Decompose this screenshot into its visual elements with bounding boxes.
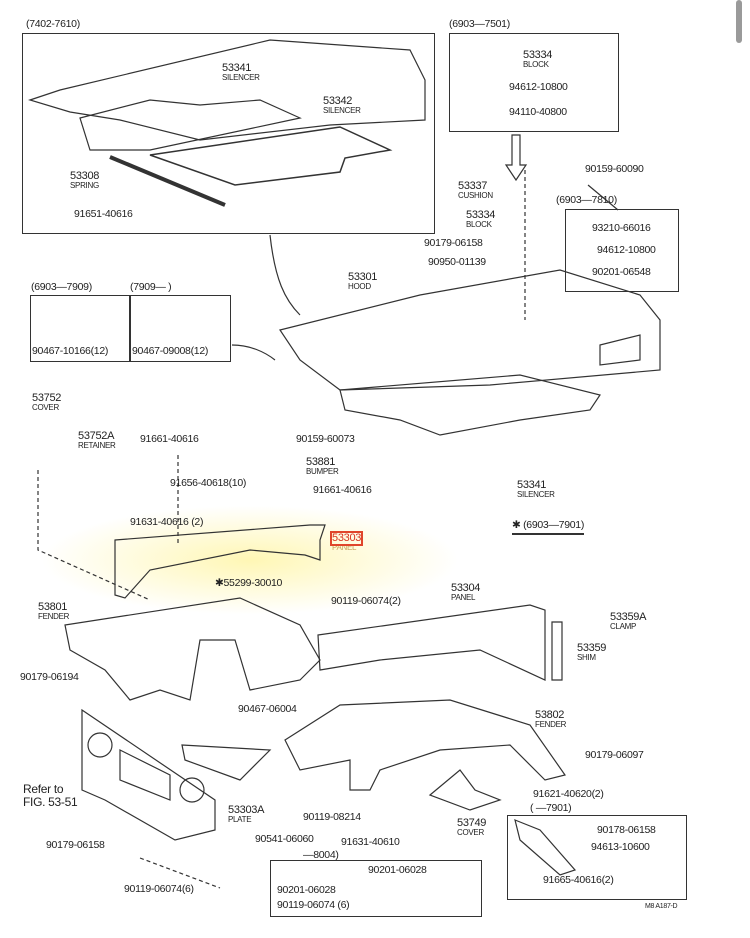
part-number[interactable]: 90119-06074(6): [124, 883, 194, 895]
part-number[interactable]: 94110-40800: [509, 106, 567, 118]
fender-53801: [64, 597, 321, 701]
part-number[interactable]: 90201-06028: [368, 864, 427, 876]
part-number[interactable]: 91656-40618(10): [170, 477, 247, 489]
part-number[interactable]: 94612-10800: [597, 244, 656, 256]
group-box-7909: [129, 295, 231, 362]
group-box-8004: [270, 860, 482, 917]
group-box-7402-7610: [22, 33, 435, 234]
part-number[interactable]: 91665-40616(2): [543, 874, 614, 886]
part-number[interactable]: 90179-06158: [46, 839, 105, 851]
arrows: [231, 134, 619, 361]
group-box-7901: [507, 815, 687, 900]
part-number[interactable]: 91651-40616: [74, 208, 133, 220]
hood-inner-view: [28, 39, 426, 207]
group-label: (6903—7909): [31, 281, 92, 293]
part-number[interactable]: 90119-06074 (6): [277, 899, 350, 911]
group-label: —8004): [303, 849, 339, 861]
part-number[interactable]: 90541-06060: [255, 833, 314, 845]
cover-53749: [428, 769, 502, 811]
part-number[interactable]: 90467-10166(12): [32, 345, 109, 357]
group-label: (7402-7610): [26, 18, 80, 30]
part-number[interactable]: 91631-40616 (2): [130, 516, 204, 528]
part-number[interactable]: 90119-08214: [303, 811, 361, 823]
part-number[interactable]: 91661-40616: [140, 433, 199, 445]
part-number[interactable]: 90159-60073: [296, 433, 355, 445]
part-number[interactable]: 90950-01139: [428, 256, 486, 268]
dashed-leaders: [37, 170, 526, 889]
part-number[interactable]: 94613-10600: [591, 841, 650, 853]
part-number[interactable]: 90119-06074(2): [331, 595, 401, 607]
group-label: (6903—7810): [556, 194, 617, 206]
part-number[interactable]: 90201-06548: [592, 266, 651, 278]
figure-code: M8 A187-D: [645, 903, 678, 910]
part-number[interactable]: 90179-06158: [424, 237, 483, 249]
panel-53304: [317, 604, 563, 681]
part-number[interactable]: 91631-40610: [341, 836, 400, 848]
hood-main: [279, 269, 661, 436]
part-number[interactable]: ✱55299-30010: [215, 577, 283, 589]
part-number[interactable]: 90178-06158: [597, 824, 656, 836]
group-box-6903-7810: [565, 209, 679, 292]
part-number[interactable]: 90467-06004: [238, 703, 297, 715]
part-number[interactable]: 90159-60090: [585, 163, 644, 175]
scrollbar[interactable]: [736, 0, 742, 43]
front-panel: [81, 708, 272, 841]
part-number[interactable]: 94612-10800: [509, 81, 568, 93]
box-7901-part: [514, 819, 577, 876]
group-box-6903-7909: [30, 295, 131, 362]
part-number[interactable]: 91621-40620(2): [533, 788, 604, 800]
group-box-6903-7501: [449, 33, 619, 132]
part-number[interactable]: 93210-66016: [592, 222, 651, 234]
group-label: ( —7901): [530, 802, 572, 814]
group-label: (6903—7501): [449, 18, 510, 30]
part-number[interactable]: 90467-09008(12): [132, 345, 209, 357]
group-label: ✱ (6903—7901): [512, 520, 584, 535]
panel-53303: [114, 524, 326, 599]
group-label: (7909— ): [130, 281, 172, 293]
part-number[interactable]: 90179-06194: [20, 671, 79, 683]
part-number[interactable]: 91661-40616: [313, 484, 372, 496]
part-number[interactable]: 90201-06028: [277, 884, 336, 896]
fender-53802: [284, 699, 566, 791]
part-number[interactable]: 90179-06097: [585, 749, 644, 761]
highlight-glow: [40, 505, 460, 615]
